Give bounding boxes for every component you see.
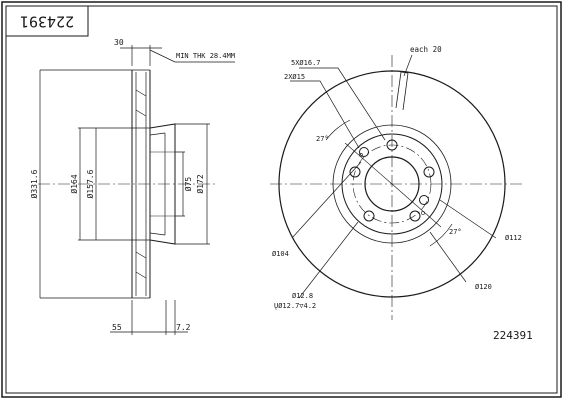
callout-diameter-112: Ø112 [505, 234, 522, 242]
callout-angle-bottom: 27° [449, 228, 462, 236]
callout-aux-holes: 2XØ15 [284, 73, 305, 81]
callout-vanes: each 20 [410, 45, 442, 54]
bolt-circle [352, 144, 432, 224]
bolt-hole [386, 139, 398, 151]
callout-hole-diameter: Ø12.8 [292, 292, 313, 300]
dim-diameter-157: Ø157.6 [85, 169, 95, 198]
bolt-hole [363, 210, 375, 222]
bolt-hole [349, 166, 361, 178]
aux-hole [359, 147, 369, 157]
dim-min-thk: MIN THK 28.4MM [176, 52, 235, 60]
dim-diameter-164: Ø164 [69, 174, 79, 193]
callout-hole-depth: ŲØ12.7▽4.2 [274, 302, 316, 310]
friction-ring-inner [332, 124, 452, 244]
disc-outer-circle [278, 70, 506, 298]
center-bore [364, 156, 420, 212]
callout-bolt-holes: 5XØ16.7 [291, 59, 321, 67]
title-part-number: 224391 [20, 13, 74, 31]
callout-diameter-104: Ø104 [272, 250, 289, 258]
dim-hat-height: 55 [112, 323, 122, 332]
vane-marks [395, 71, 409, 111]
dim-diameter-75: Ø75 [183, 177, 193, 192]
front-view: 5XØ16.7 2XØ15 each 20 27° 27° Ø104 Ø112 … [270, 45, 522, 320]
part-number-label: 224391 [493, 329, 533, 342]
bolt-hole [423, 166, 435, 178]
aux-hole [419, 195, 429, 205]
dim-hat-thickness: 7.2 [176, 323, 191, 332]
dim-diameter-172: Ø172 [195, 174, 205, 193]
side-section-view: 30 MIN THK 28.4MM Ø331.6 Ø164 Ø157.6 Ø75… [29, 38, 235, 335]
dim-thickness: 30 [114, 38, 124, 47]
title-box: 224391 [6, 6, 89, 37]
callout-diameter-120: Ø120 [475, 283, 492, 291]
callout-angle-top: 27° [316, 135, 329, 143]
dim-outer-diameter: Ø331.6 [29, 169, 39, 198]
inner-frame [5, 5, 558, 394]
hat-outer-circle [341, 133, 443, 235]
bolt-hole [409, 210, 421, 222]
